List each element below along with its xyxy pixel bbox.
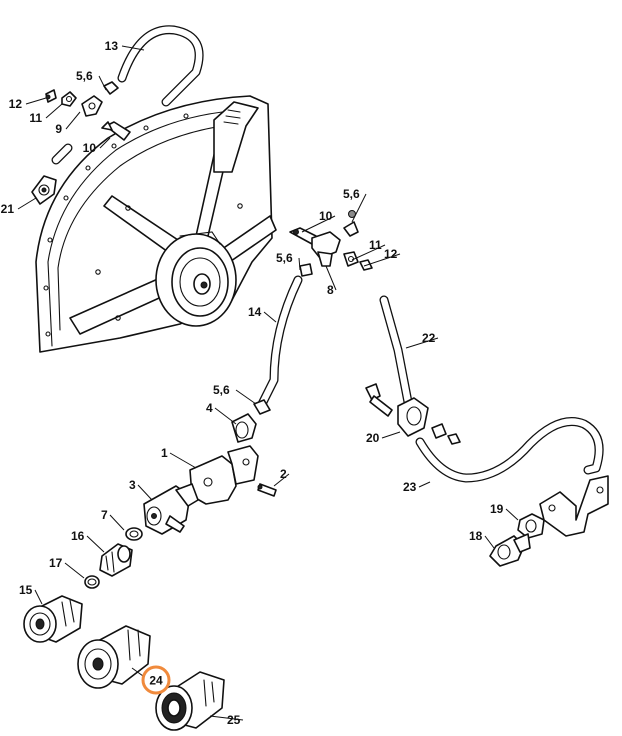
callout-label[interactable]: 13 — [105, 39, 119, 53]
callout-label[interactable]: 15 — [19, 583, 33, 597]
callout-label[interactable]: 1 — [161, 446, 168, 460]
hose-22 — [379, 295, 413, 407]
callout-label[interactable]: 7 — [101, 508, 108, 522]
callout-labels: 135,61211910215,61011125,6814225,6420122… — [1, 39, 519, 727]
t-fitting-assembly — [289, 210, 373, 277]
leader-line-22 — [109, 514, 125, 531]
callout-label[interactable]: 5,6 — [276, 251, 293, 265]
leader-line-13 — [263, 311, 277, 323]
callout-label[interactable]: 23 — [403, 480, 417, 494]
leader-line-9 — [351, 244, 386, 261]
callout-label[interactable]: 14 — [248, 305, 262, 319]
callout-label[interactable]: 2 — [280, 467, 287, 481]
valve-body-3 — [143, 483, 199, 535]
leader-line-5 — [99, 137, 111, 149]
leader-line-24 — [86, 535, 105, 553]
callout-label[interactable]: 22 — [422, 331, 436, 345]
highlight-callout-label[interactable]: 24 — [149, 674, 163, 688]
leader-line-11 — [298, 257, 301, 271]
coupling-15 — [23, 595, 83, 643]
callout-label[interactable]: 18 — [469, 529, 483, 543]
leader-line-0 — [121, 45, 145, 51]
leader-line-20 — [418, 481, 431, 488]
leader-line-1 — [98, 75, 107, 91]
leader-line-19 — [273, 473, 290, 487]
hose-13 — [117, 25, 204, 107]
coupling-24 — [77, 625, 151, 689]
bracket-1 — [189, 445, 277, 505]
callout-label[interactable]: 11 — [29, 111, 42, 125]
callout-label[interactable]: 4 — [206, 401, 213, 415]
callout-label[interactable]: 19 — [490, 502, 504, 516]
leader-line-16 — [214, 407, 237, 425]
callout-label[interactable]: 12 — [9, 97, 23, 111]
elbow-fitting-4 — [231, 399, 271, 443]
hose-14 — [257, 275, 303, 409]
leader-line-6 — [17, 197, 37, 210]
leader-line-7 — [351, 193, 367, 223]
leader-line-2 — [25, 97, 47, 105]
leader-line-15 — [235, 389, 257, 405]
leader-line-17 — [381, 431, 401, 439]
leader-line-4 — [65, 111, 81, 130]
leader-line-28 — [209, 715, 244, 721]
highlighted-callout[interactable]: 24 — [131, 665, 171, 695]
washer-7 — [125, 527, 143, 541]
leader-line-10 — [363, 253, 401, 267]
highlight-ring[interactable] — [141, 665, 171, 695]
blade-guard — [35, 95, 277, 353]
valve-20 — [365, 383, 461, 445]
callout-label[interactable]: 20 — [366, 431, 380, 445]
leader-line-12 — [325, 265, 337, 291]
callout-label[interactable]: 5,6 — [76, 69, 93, 83]
callout-label[interactable]: 21 — [1, 202, 15, 216]
leader-line-27 — [34, 589, 43, 605]
leader-line-8 — [301, 215, 336, 233]
leader-line-3 — [45, 103, 63, 119]
oring-17 — [84, 575, 100, 589]
leader-line-18 — [169, 452, 197, 469]
callout-label[interactable]: 3 — [129, 478, 136, 492]
hose-23 — [415, 417, 604, 483]
callout-label[interactable]: 16 — [71, 529, 85, 543]
callout-label[interactable]: 10 — [319, 209, 333, 223]
leader-line-23 — [505, 508, 519, 521]
coupling-25 — [155, 671, 225, 731]
callout-label[interactable]: 11 — [369, 238, 382, 252]
fittings-18-19 — [489, 513, 545, 567]
connector-16 — [99, 543, 133, 577]
fittings-upper-left — [31, 81, 131, 205]
callout-label[interactable]: 5,6 — [343, 187, 360, 201]
highlight-leader-line — [131, 667, 144, 677]
callout-label[interactable]: 17 — [49, 556, 63, 570]
callout-label[interactable]: 25 — [227, 713, 241, 727]
leader-line-14 — [405, 337, 439, 349]
callout-label[interactable]: 9 — [55, 122, 62, 136]
callout-label[interactable]: 5,6 — [213, 383, 230, 397]
leader-line-26 — [64, 562, 85, 579]
callout-label[interactable]: 8 — [327, 283, 334, 297]
callout-label[interactable]: 10 — [83, 141, 97, 155]
leader-line-21 — [137, 484, 153, 501]
callout-label[interactable]: 12 — [384, 247, 398, 261]
bracket-right — [539, 475, 609, 537]
leader-line-25 — [484, 535, 495, 549]
